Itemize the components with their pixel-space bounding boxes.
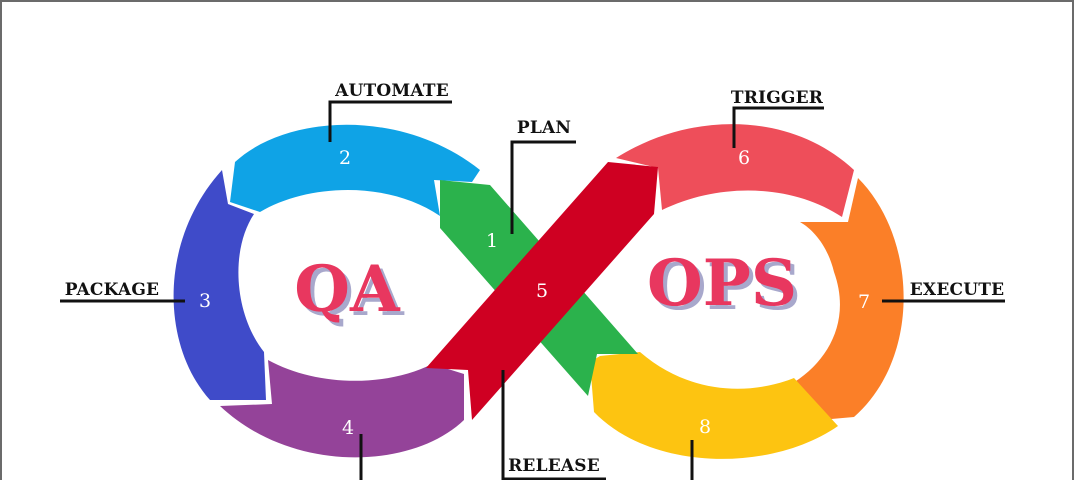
callout-trigger xyxy=(732,106,824,148)
label-release: RELEASE xyxy=(508,456,600,476)
stage-number-4: 4 xyxy=(342,417,354,439)
ops-text: OPS xyxy=(647,246,797,321)
stage-number-8: 8 xyxy=(699,416,711,438)
callout-lines xyxy=(60,100,1005,480)
label-package: PACKAGE xyxy=(65,280,159,300)
stage-number-3: 3 xyxy=(199,290,211,312)
segment-3-package xyxy=(173,170,266,400)
segment-4 xyxy=(220,360,464,458)
qa-text: QA xyxy=(294,252,401,327)
qa-text-shadow: QA xyxy=(298,256,405,331)
segment-6-trigger xyxy=(616,124,854,217)
label-trigger: TRIGGER xyxy=(731,88,824,108)
segment-5-release xyxy=(426,162,658,420)
segment-8 xyxy=(590,352,838,459)
stage-number-6: 6 xyxy=(738,147,750,169)
stage-number-2: 2 xyxy=(339,147,351,169)
callout-plan xyxy=(510,140,576,234)
segment-7-execute xyxy=(788,178,904,420)
label-automate: AUTOMATE xyxy=(334,81,449,101)
label-execute: EXECUTE xyxy=(910,280,1004,300)
segment-2-automate xyxy=(230,124,480,216)
ops-text-shadow: OPS xyxy=(651,250,801,325)
callout-release xyxy=(501,370,606,480)
stage-number-7: 7 xyxy=(858,291,870,313)
stage-number-5: 5 xyxy=(536,280,548,302)
callout-automate xyxy=(328,100,452,142)
label-plan: PLAN xyxy=(517,118,571,138)
stage-number-1: 1 xyxy=(486,230,498,252)
